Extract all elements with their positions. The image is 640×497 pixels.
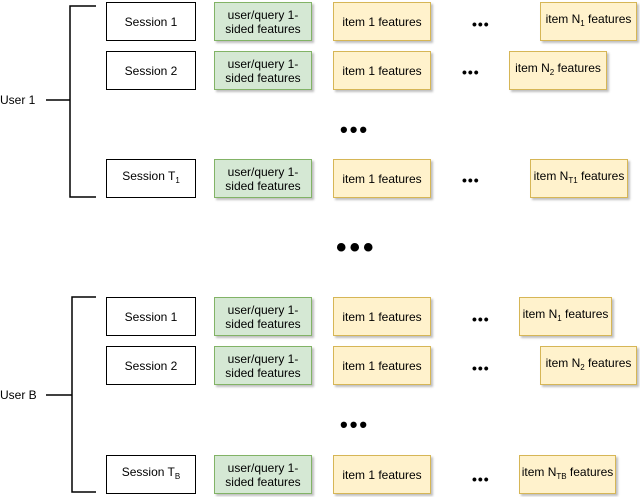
- user-b-bracket: [71, 296, 96, 493]
- session-label: Session 2: [124, 63, 178, 78]
- query-features-label: user/query 1-sided features: [225, 460, 301, 489]
- item-features-label: item 1 features: [342, 14, 422, 29]
- query-features-label: user/query 1-sided features: [225, 164, 301, 193]
- user-b-session-tb-item-ellipsis: •••: [472, 471, 490, 487]
- query-features-label: user/query 1-sided features: [225, 302, 301, 331]
- user-1-session-2-item-n-features: item N2 features: [509, 51, 607, 90]
- session-label: Session 1: [124, 14, 178, 29]
- user-ellipsis: •••: [336, 231, 377, 264]
- user-1-label: User 1: [0, 93, 36, 107]
- session-label: Session TB: [121, 465, 181, 481]
- item-n-features-label: item NT1 features: [533, 169, 625, 185]
- user-b-session-tb-query-features: user/query 1-sided features: [214, 455, 312, 494]
- user-b-session-1-item-n-features: item N1 features: [519, 297, 612, 336]
- session-label: Session 2: [124, 358, 178, 373]
- user-1-session-1-item-ellipsis: •••: [472, 16, 490, 32]
- item-n-features-label: item N1 features: [522, 307, 609, 323]
- item-features-label: item 1 features: [342, 358, 422, 373]
- user-b-session-tb-item-1-features: item 1 features: [333, 455, 431, 494]
- user-1-session-ellipsis: •••: [340, 117, 370, 142]
- item-n-features-label: item N2 features: [545, 356, 632, 372]
- user-1-session-1-item-1-features: item 1 features: [333, 2, 431, 41]
- user-1-session-t1-item-1-features: item 1 features: [333, 159, 431, 198]
- user-1-session-1-query-features: user/query 1-sided features: [214, 2, 312, 41]
- item-features-label: item 1 features: [342, 467, 422, 482]
- item-features-label: item 1 features: [342, 63, 422, 78]
- user-1-session-t1-item-ellipsis: •••: [462, 172, 480, 188]
- item-n-features-label: item N2 features: [515, 61, 601, 77]
- user-b-session-2-item-1-features: item 1 features: [333, 346, 431, 385]
- user-b-session-2-item-ellipsis: •••: [472, 360, 490, 376]
- user-b-session-1-query-features: user/query 1-sided features: [214, 297, 312, 336]
- item-features-label: item 1 features: [342, 309, 422, 324]
- query-features-label: user/query 1-sided features: [225, 351, 301, 380]
- session-label: Session 1: [124, 309, 178, 324]
- user-b-session-2-box: Session 2: [106, 346, 196, 385]
- item-n-features-label: item NTB features: [521, 465, 614, 481]
- user-1-session-2-box: Session 2: [106, 51, 196, 90]
- user-b-session-1-item-ellipsis: •••: [472, 311, 490, 327]
- user-b-session-tb-box: Session TB: [106, 455, 196, 494]
- item-n-features-label: item N1 features: [545, 12, 632, 28]
- user-b-label: User B: [0, 388, 37, 402]
- user-b-session-1-item-1-features: item 1 features: [333, 297, 431, 336]
- user-1-session-t1-box: Session T1: [106, 159, 196, 198]
- session-label: Session T1: [122, 169, 180, 185]
- user-1-session-1-box: Session 1: [106, 2, 196, 41]
- user-1-bracket: [69, 5, 96, 198]
- query-features-label: user/query 1-sided features: [225, 7, 301, 36]
- user-b-session-2-item-n-features: item N2 features: [540, 346, 637, 385]
- user-b-session-2-query-features: user/query 1-sided features: [214, 346, 312, 385]
- user-b-session-1-box: Session 1: [106, 297, 196, 336]
- user-1-session-t1-query-features: user/query 1-sided features: [214, 159, 312, 198]
- item-features-label: item 1 features: [342, 171, 422, 186]
- user-b-session-tb-item-n-features: item NTB features: [519, 455, 616, 494]
- user-1-session-1-item-n-features: item N1 features: [540, 2, 637, 41]
- user-1-session-2-item-1-features: item 1 features: [333, 51, 431, 90]
- user-1-session-2-item-ellipsis: •••: [462, 64, 480, 80]
- user-1-session-t1-item-n-features: item NT1 features: [530, 159, 628, 198]
- user-b-session-ellipsis: •••: [340, 412, 370, 437]
- query-features-label: user/query 1-sided features: [225, 56, 301, 85]
- user-1-session-2-query-features: user/query 1-sided features: [214, 51, 312, 90]
